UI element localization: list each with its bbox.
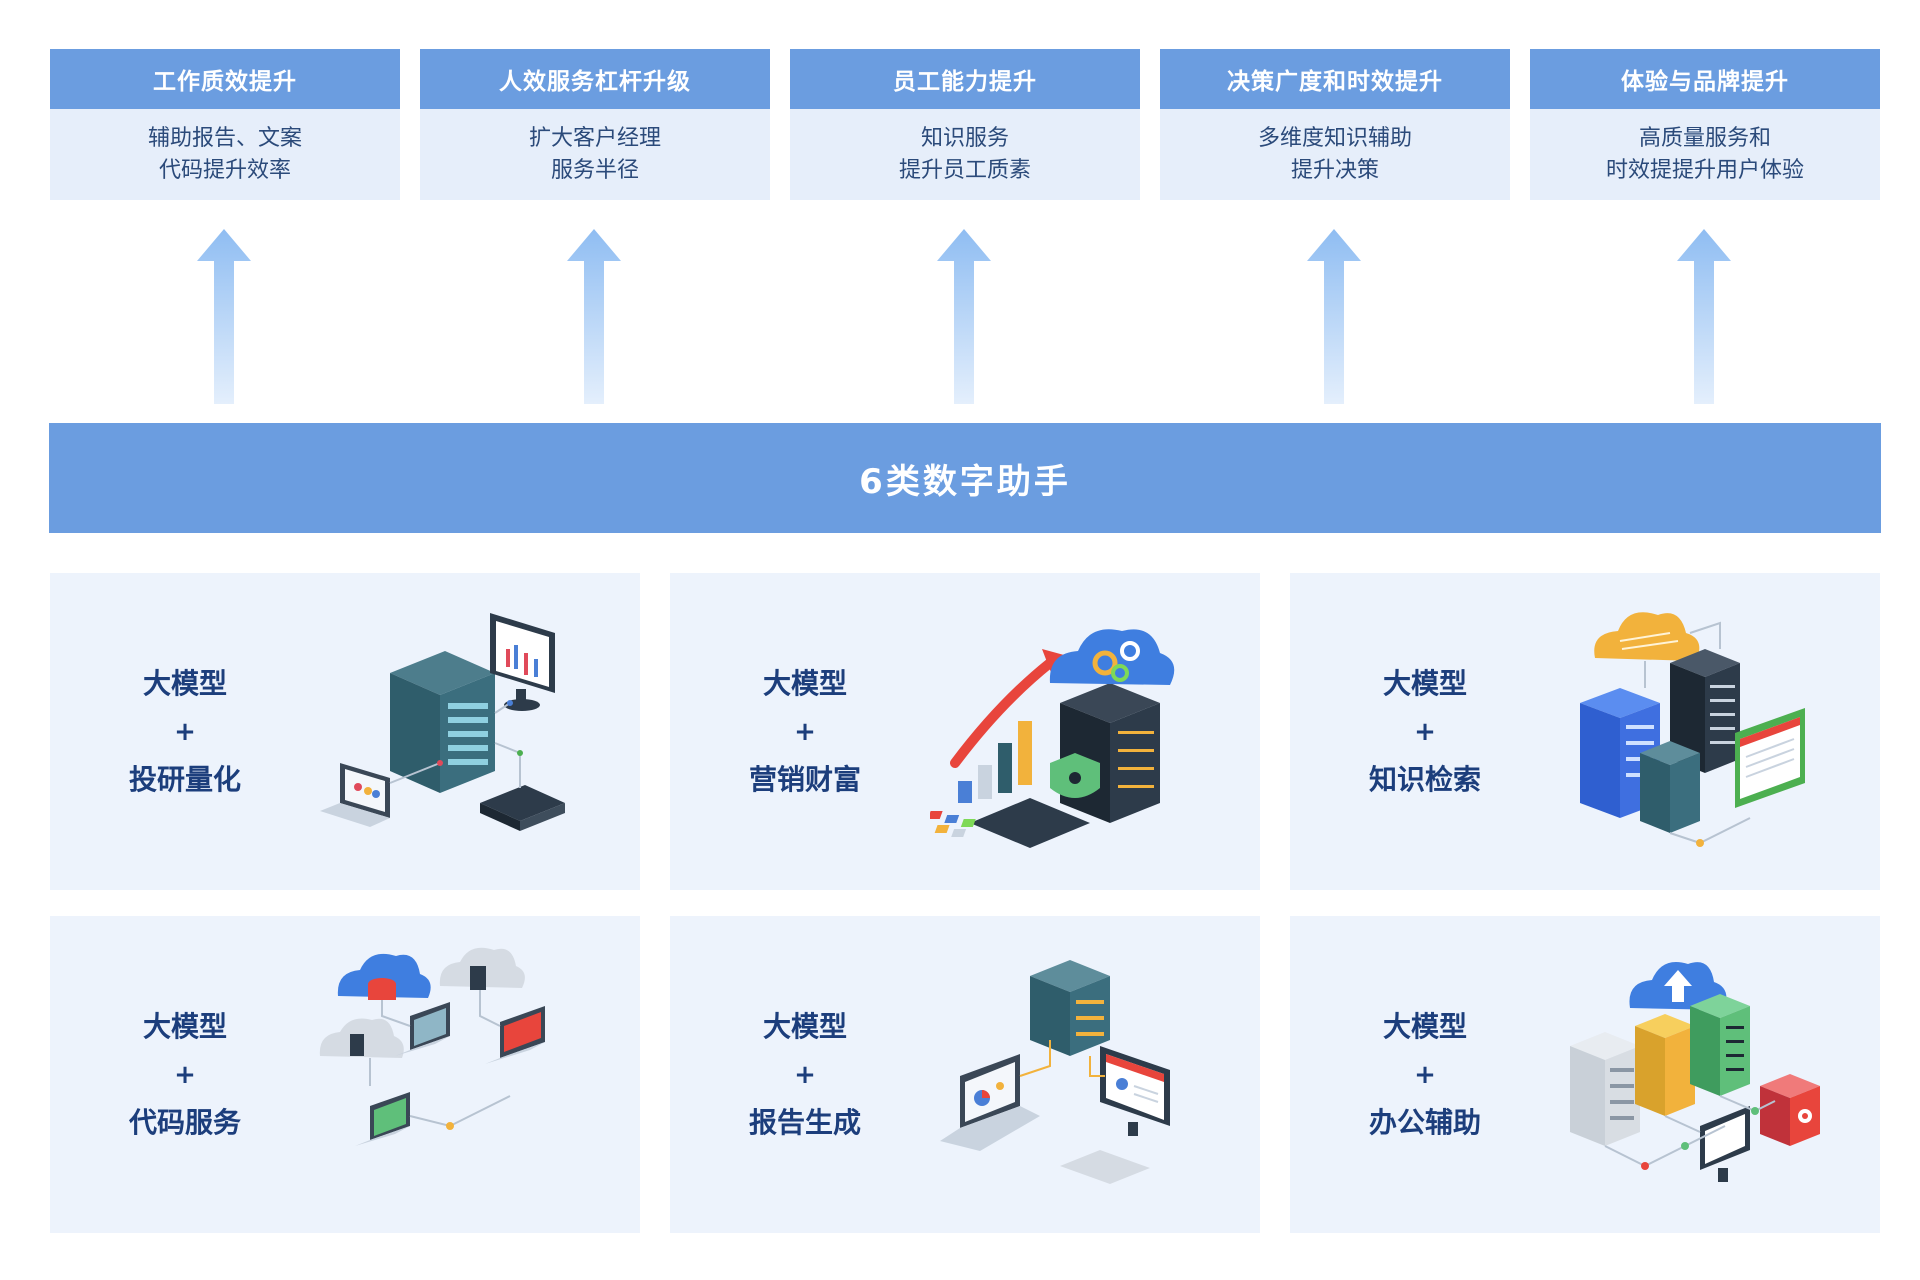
benefit-card-title: 员工能力提升 <box>790 49 1140 109</box>
server-monitor-laptop-icon <box>320 613 565 831</box>
benefit-card-body: 辅助报告、文案 代码提升效率 <box>50 109 400 200</box>
benefit-card-5: 体验与品牌提升 高质量服务和 时效提提升用户体验 <box>1530 49 1880 200</box>
benefit-cards-row: 工作质效提升 辅助报告、文案 代码提升效率 人效服务杠杆升级 扩大客户经理 服务… <box>50 49 1880 200</box>
assistant-tile-2: 大模型 + 营销财富 <box>670 573 1260 890</box>
tile-line2: 知识检索 <box>1368 762 1481 796</box>
tile-line2: 办公辅助 <box>1368 1105 1481 1139</box>
tile-line2: 营销财富 <box>748 762 861 796</box>
benefit-card-line: 代码提升效率 <box>158 157 291 183</box>
benefit-card-line: 高质量服务和 <box>1638 125 1771 151</box>
benefit-card-title: 工作质效提升 <box>50 49 400 109</box>
up-arrow-icon <box>1307 229 1361 404</box>
tile-line1: 大模型 <box>142 666 227 700</box>
center-bar-title: 6类数字助手 <box>859 461 1071 502</box>
tile-line2: 代码服务 <box>128 1105 241 1139</box>
tile-plus: + <box>1414 1059 1436 1090</box>
benefit-card-line: 提升决策 <box>1290 157 1379 183</box>
assistant-tile-4: 大模型 + 代码服务 <box>50 916 640 1233</box>
growth-chart-cloud-icon <box>930 629 1175 848</box>
benefit-card-body: 知识服务 提升员工质素 <box>790 109 1140 200</box>
benefit-card-body: 扩大客户经理 服务半径 <box>420 109 770 200</box>
up-arrow-icon <box>567 229 621 404</box>
tile-text: 大模型 + 报告生成 <box>730 916 880 1233</box>
benefit-card-4: 决策广度和时效提升 多维度知识辅助 提升决策 <box>1160 49 1510 200</box>
tile-text: 大模型 + 营销财富 <box>730 573 880 890</box>
benefit-card-line: 服务半径 <box>550 157 639 183</box>
benefit-card-2: 人效服务杠杆升级 扩大客户经理 服务半径 <box>420 49 770 200</box>
tile-line1: 大模型 <box>762 666 847 700</box>
benefit-card-line: 多维度知识辅助 <box>1257 125 1412 151</box>
benefit-card-line: 时效提提升用户体验 <box>1605 157 1804 183</box>
benefit-card-line: 提升员工质素 <box>898 157 1031 183</box>
benefit-card-body: 多维度知识辅助 提升决策 <box>1160 109 1510 200</box>
cloud-database-document-icon <box>1580 612 1805 847</box>
tile-plus: + <box>794 1059 816 1090</box>
assistant-tile-5: 大模型 + 报告生成 <box>670 916 1260 1233</box>
assistant-tile-6: 大模型 + 办公辅助 <box>1290 916 1880 1233</box>
up-arrow-icon <box>937 229 991 404</box>
tile-plus: + <box>794 716 816 747</box>
assistant-tile-1: 大模型 + 投研量化 <box>50 573 640 890</box>
benefit-card-title: 人效服务杠杆升级 <box>420 49 770 109</box>
cloud-upload-servers-icon <box>1570 962 1820 1182</box>
center-bar: 6类数字助手 <box>49 423 1881 533</box>
tile-line1: 大模型 <box>1382 666 1467 700</box>
tile-line1: 大模型 <box>142 1009 227 1043</box>
tile-line1: 大模型 <box>1382 1009 1467 1043</box>
tile-text: 大模型 + 投研量化 <box>110 573 260 890</box>
benefit-card-title: 体验与品牌提升 <box>1530 49 1880 109</box>
up-arrow-icon <box>197 229 251 404</box>
tile-plus: + <box>1414 716 1436 747</box>
benefit-card-1: 工作质效提升 辅助报告、文案 代码提升效率 <box>50 49 400 200</box>
tile-line2: 报告生成 <box>748 1105 861 1139</box>
tile-text: 大模型 + 知识检索 <box>1350 573 1500 890</box>
benefit-card-line: 辅助报告、文案 <box>147 125 302 151</box>
tile-text: 大模型 + 办公辅助 <box>1350 916 1500 1233</box>
benefit-card-body: 高质量服务和 时效提提升用户体验 <box>1530 109 1880 200</box>
server-laptop-monitor-icon <box>940 960 1170 1184</box>
benefit-card-3: 员工能力提升 知识服务 提升员工质素 <box>790 49 1140 200</box>
cloud-laptops-network-icon <box>319 947 545 1146</box>
tile-plus: + <box>174 716 196 747</box>
tile-text: 大模型 + 代码服务 <box>110 916 260 1233</box>
tile-line1: 大模型 <box>762 1009 847 1043</box>
tile-line2: 投研量化 <box>128 762 241 796</box>
benefit-card-line: 知识服务 <box>920 125 1009 151</box>
tile-plus: + <box>174 1059 196 1090</box>
up-arrow-icon <box>1677 229 1731 404</box>
benefit-card-line: 扩大客户经理 <box>528 125 661 151</box>
assistant-tile-3: 大模型 + 知识检索 <box>1290 573 1880 890</box>
benefit-card-title: 决策广度和时效提升 <box>1160 49 1510 109</box>
